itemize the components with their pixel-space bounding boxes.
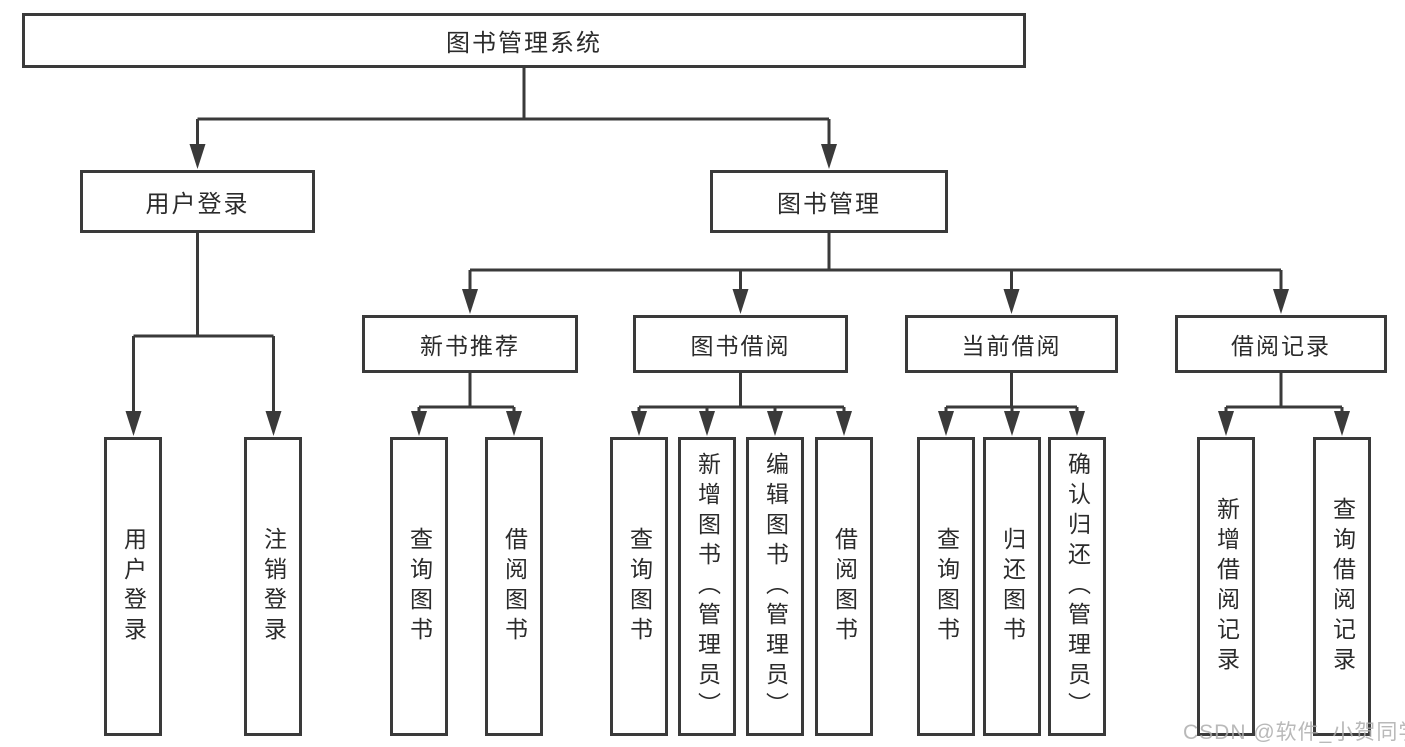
- node-label: 用户登录: [145, 191, 250, 218]
- node-root-system: 图书管理系统: [22, 13, 1026, 68]
- leaf-label: 用户登录: [120, 526, 147, 647]
- leaf-query-books-1: 查询图书: [390, 437, 448, 736]
- leaf-label: 注销登录: [260, 526, 287, 647]
- leaf-user-login: 用户登录: [104, 437, 162, 736]
- leaf-confirm-return-admin: 确认归还（管理员）: [1048, 437, 1106, 736]
- leaf-add-borrow-record: 新增借阅记录: [1197, 437, 1255, 736]
- node-label: 图书管理: [777, 191, 881, 218]
- csdn-watermark: CSDN @软件_小贺同学: [1183, 721, 1405, 744]
- node-label: 借阅记录: [1231, 333, 1331, 359]
- leaf-query-borrow-record: 查询借阅记录: [1313, 437, 1371, 736]
- leaf-label: 新增图书（管理员）: [694, 451, 721, 722]
- leaf-borrow-books-2: 借阅图书: [815, 437, 873, 736]
- leaf-borrow-books-1: 借阅图书: [485, 437, 543, 736]
- leaf-label: 确认归还（管理员）: [1064, 451, 1091, 722]
- leaf-label: 借阅图书: [501, 526, 528, 647]
- node-book-borrow: 图书借阅: [633, 315, 848, 373]
- leaf-label: 查询图书: [406, 526, 433, 647]
- node-root-label: 图书管理系统: [446, 30, 602, 57]
- node-label: 新书推荐: [420, 333, 520, 359]
- node-current-borrow: 当前借阅: [905, 315, 1118, 373]
- leaf-label: 查询图书: [933, 526, 960, 647]
- node-borrow-records: 借阅记录: [1175, 315, 1387, 373]
- leaf-label: 归还图书: [999, 526, 1026, 647]
- leaf-label: 借阅图书: [831, 526, 858, 647]
- leaf-add-book-admin: 新增图书（管理员）: [678, 437, 736, 736]
- leaf-label: 新增借阅记录: [1213, 496, 1240, 677]
- leaf-query-books-3: 查询图书: [917, 437, 975, 736]
- node-user-login-module: 用户登录: [80, 170, 315, 233]
- node-label: 当前借阅: [961, 333, 1062, 359]
- leaf-label: 查询借阅记录: [1329, 496, 1356, 677]
- node-book-management-module: 图书管理: [710, 170, 948, 233]
- leaf-return-book: 归还图书: [983, 437, 1041, 736]
- leaf-edit-book-admin: 编辑图书（管理员）: [746, 437, 804, 736]
- leaf-logout: 注销登录: [244, 437, 302, 736]
- node-new-book-recommend: 新书推荐: [362, 315, 578, 373]
- leaf-query-books-2: 查询图书: [610, 437, 668, 736]
- leaf-label: 编辑图书（管理员）: [762, 451, 789, 722]
- node-label: 图书借阅: [690, 333, 791, 359]
- leaf-label: 查询图书: [626, 526, 653, 647]
